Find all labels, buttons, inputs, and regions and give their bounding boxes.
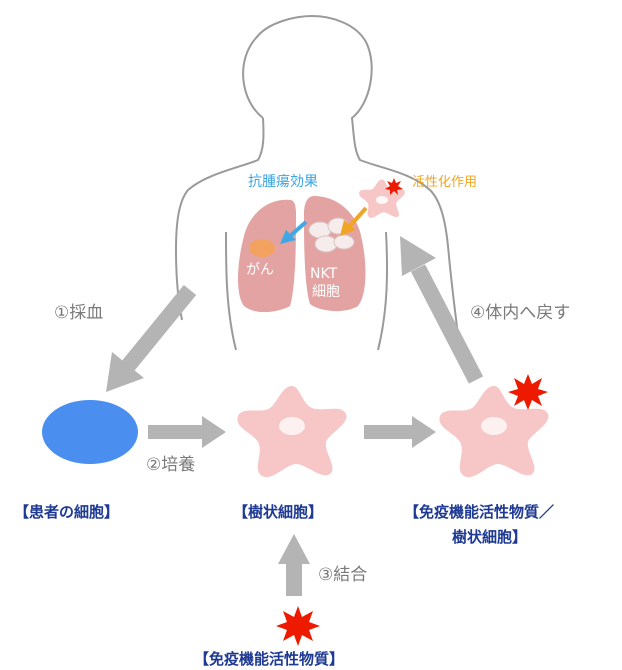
- arrow-return-to-body: [400, 236, 476, 380]
- dendritic-cell: [237, 386, 346, 477]
- caption-patient-cells: 【患者の細胞】: [14, 503, 119, 521]
- step2-label: ②培養: [146, 455, 195, 475]
- substance-star-icon: [276, 606, 320, 646]
- arrow-culture: [148, 416, 226, 448]
- lungs: がん NKT 細胞: [238, 196, 365, 312]
- arrow-bind-result: [364, 416, 436, 448]
- arrow-bind: [278, 534, 310, 596]
- arrow-collect-blood: [106, 290, 190, 392]
- caption-dendritic-cells: 【樹状細胞】: [233, 503, 323, 521]
- nkt-label-line1: NKT: [310, 266, 338, 282]
- caption-activated-line1: 【免疫機能活性物質／: [404, 503, 554, 521]
- step4-label: ④体内へ戻す: [470, 303, 570, 323]
- step3-label: ③結合: [318, 565, 367, 585]
- caption-substance: 【免疫機能活性物質】: [194, 650, 344, 668]
- tumor: [249, 239, 275, 257]
- antitumor-effect-label: 抗腫瘍効果: [248, 173, 318, 190]
- cancer-label: がん: [246, 262, 274, 278]
- patient-cell: [42, 400, 138, 464]
- activation-label: 活性化作用: [412, 175, 477, 190]
- nkt-label-line2: 細胞: [312, 284, 340, 300]
- caption-activated-line2: 樹状細胞】: [452, 528, 527, 546]
- step1-label: ①採血: [54, 303, 103, 323]
- star-icon: [508, 374, 548, 410]
